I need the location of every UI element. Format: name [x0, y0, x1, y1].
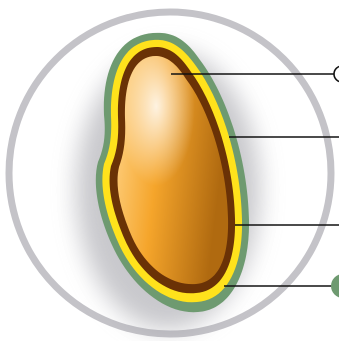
green-dot-icon [331, 274, 339, 298]
open-circle-icon [334, 66, 339, 82]
